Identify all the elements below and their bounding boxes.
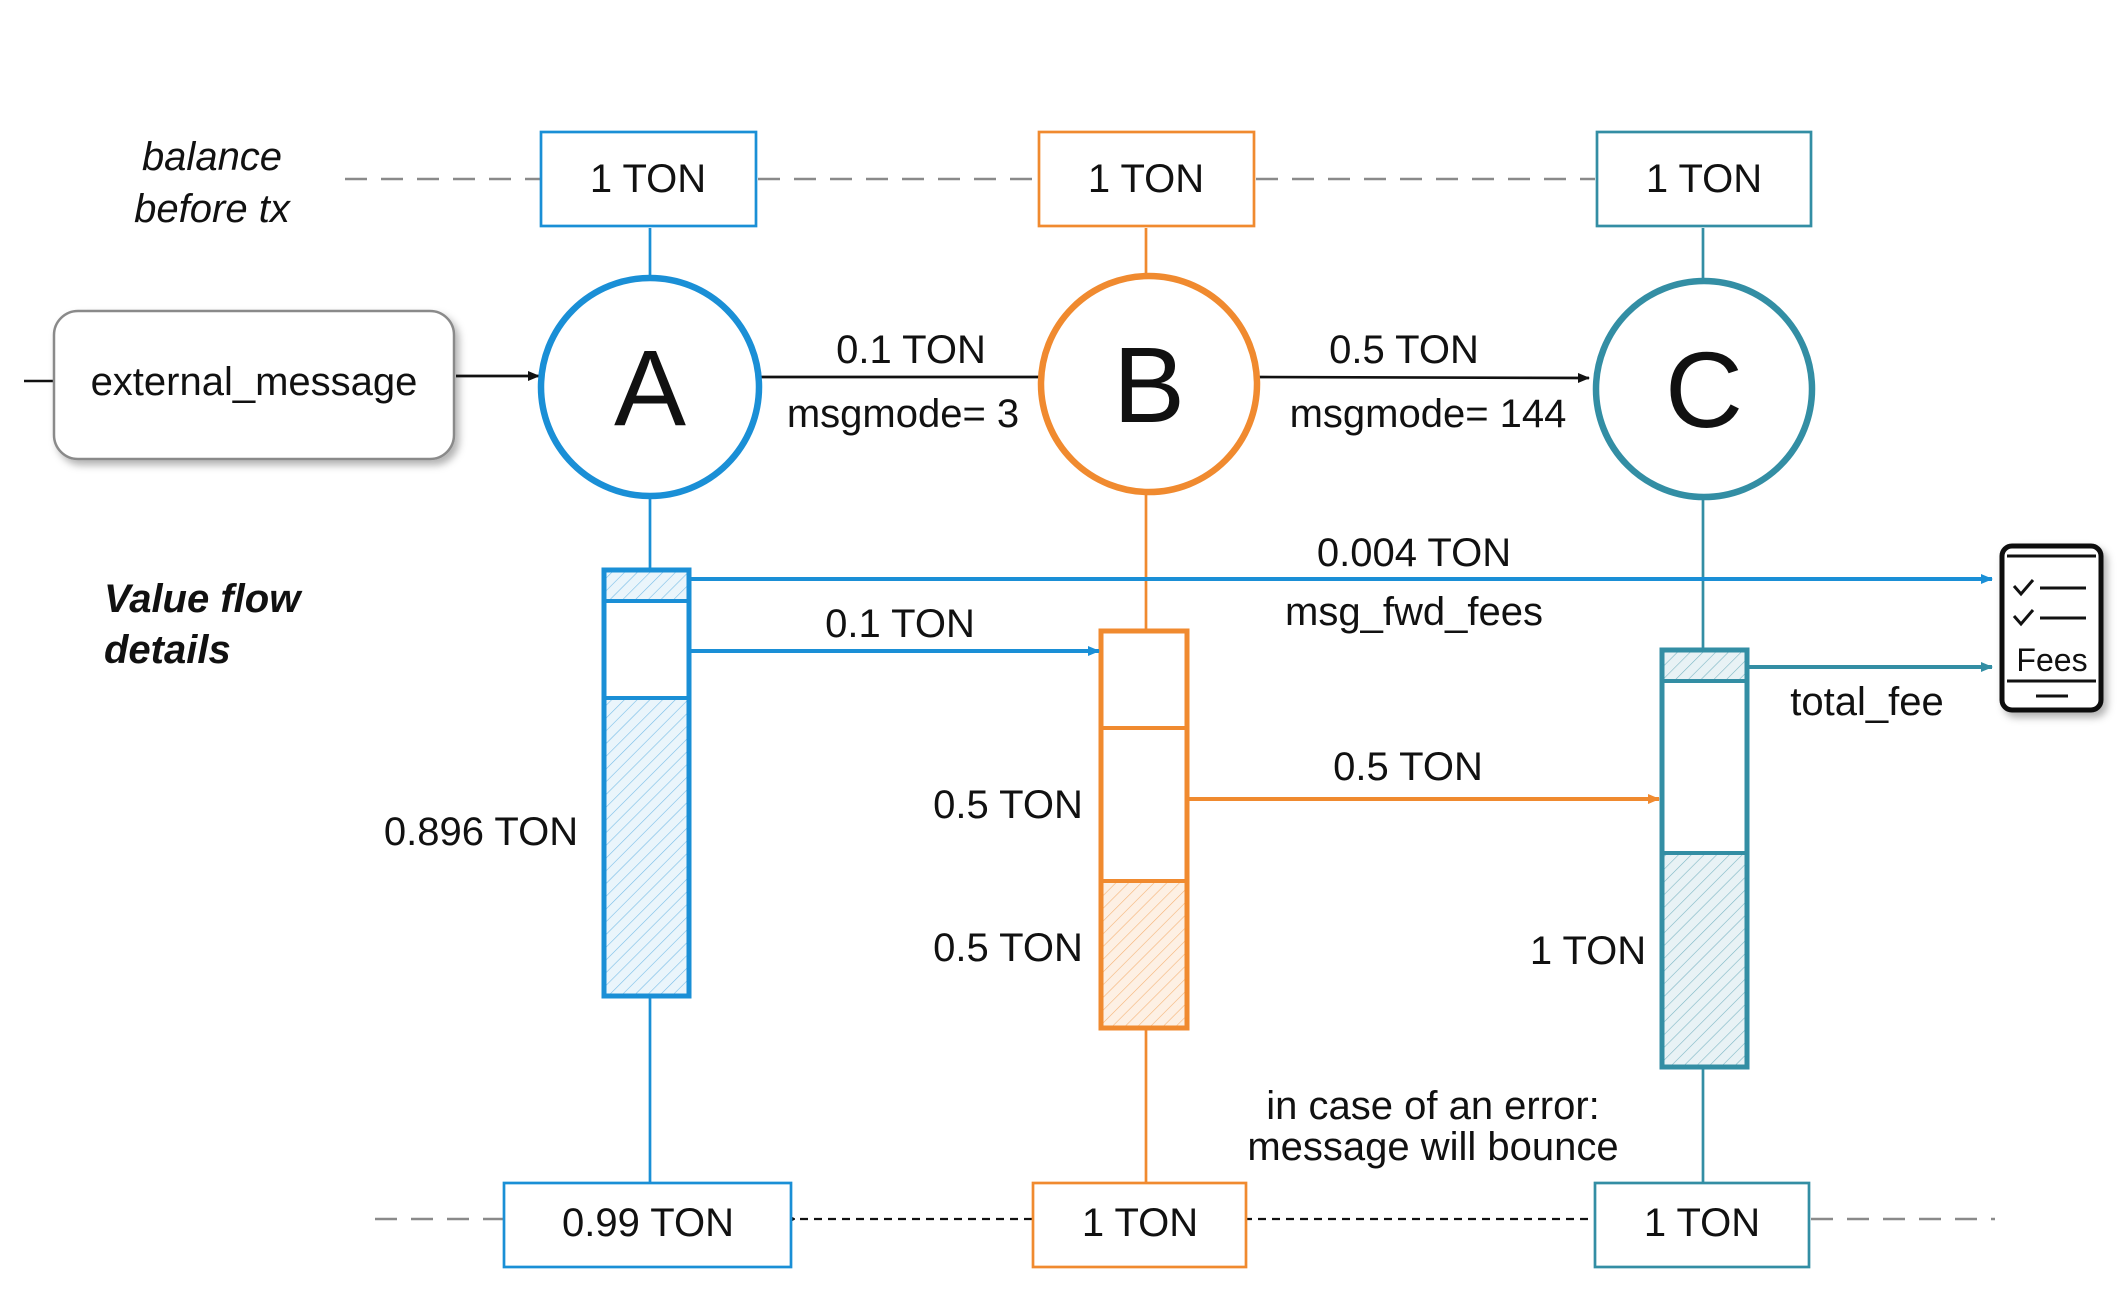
balance-after-c-text: 1 TON — [1644, 1201, 1760, 1245]
balance-after-b-text: 1 TON — [1082, 1201, 1198, 1245]
balance-before-a: 1 TON — [539, 130, 758, 228]
external-message-box: external_message — [52, 309, 456, 461]
value-bar-a — [601, 567, 692, 999]
account-b-letter: B — [1113, 324, 1185, 445]
balance-before-b: 1 TON — [1037, 130, 1256, 228]
balance-after-c: 1 TON — [1593, 1181, 1811, 1269]
account-b-node: B — [1037, 272, 1261, 496]
value-bar-b-received-segment — [1101, 631, 1187, 728]
balance-label-line2: before tx — [134, 187, 292, 231]
account-c-node: C — [1592, 277, 1816, 501]
value-flow-label-line1: Value flow — [104, 577, 303, 621]
value-bar-a-fee-segment — [604, 570, 689, 601]
balance-label-line1: balance — [142, 135, 282, 179]
total-fee-label: total_fee — [1790, 680, 1943, 724]
balance-after-a: 0.99 TON — [502, 1181, 793, 1269]
value-bar-a-sent-segment — [604, 601, 689, 698]
message-b-to-c-mode: msgmode= 144 — [1290, 392, 1567, 436]
balance-after-a-text: 0.99 TON — [562, 1201, 734, 1245]
value-bar-b-kept-segment — [1101, 881, 1187, 1028]
bounce-note-line1: in case of an error: — [1266, 1084, 1600, 1128]
value-bar-b-kept-label: 0.5 TON — [933, 926, 1083, 970]
balance-before-b-text: 1 TON — [1088, 157, 1204, 201]
flow-a-to-b-value: 0.1 TON — [825, 602, 975, 646]
message-b-to-c-value: 0.5 TON — [1329, 328, 1479, 372]
external-message-label: external_message — [91, 360, 418, 404]
fwd-fee-label: msg_fwd_fees — [1285, 590, 1543, 634]
account-c-letter: C — [1665, 329, 1743, 450]
account-a-letter: A — [614, 327, 686, 448]
balance-before-c: 1 TON — [1595, 130, 1813, 228]
value-bar-c-remaining-segment — [1662, 853, 1747, 1067]
value-flow-label-line2: details — [104, 628, 231, 672]
message-a-to-b-value: 0.1 TON — [836, 328, 986, 372]
flow-b-to-c-value: 0.5 TON — [1333, 745, 1483, 789]
message-b-to-c-arrow — [1254, 372, 1590, 383]
value-bar-a-remaining-segment — [604, 698, 689, 996]
value-bar-c-remaining-label: 1 TON — [1530, 929, 1646, 973]
fees-icon-label: Fees — [2016, 642, 2087, 678]
balance-after-b: 1 TON — [1031, 1181, 1248, 1269]
value-bar-c-received-segment — [1662, 681, 1747, 853]
value-bar-b-sent-segment — [1101, 728, 1187, 881]
message-a-to-b-mode: msgmode= 3 — [787, 392, 1019, 436]
bounce-note-line2: message will bounce — [1247, 1125, 1618, 1169]
fees-icon: Fees — [1999, 543, 2104, 713]
value-bar-b-sent-label: 0.5 TON — [933, 783, 1083, 827]
value-bar-c — [1659, 647, 1750, 1070]
value-bar-a-remaining-label: 0.896 TON — [384, 810, 578, 854]
balance-before-a-text: 1 TON — [590, 157, 706, 201]
account-a-node: A — [537, 274, 763, 500]
fwd-fee-value: 0.004 TON — [1317, 531, 1511, 575]
value-bar-c-fee-segment — [1662, 650, 1747, 681]
value-bar-b — [1098, 628, 1190, 1031]
balance-before-c-text: 1 TON — [1646, 157, 1762, 201]
